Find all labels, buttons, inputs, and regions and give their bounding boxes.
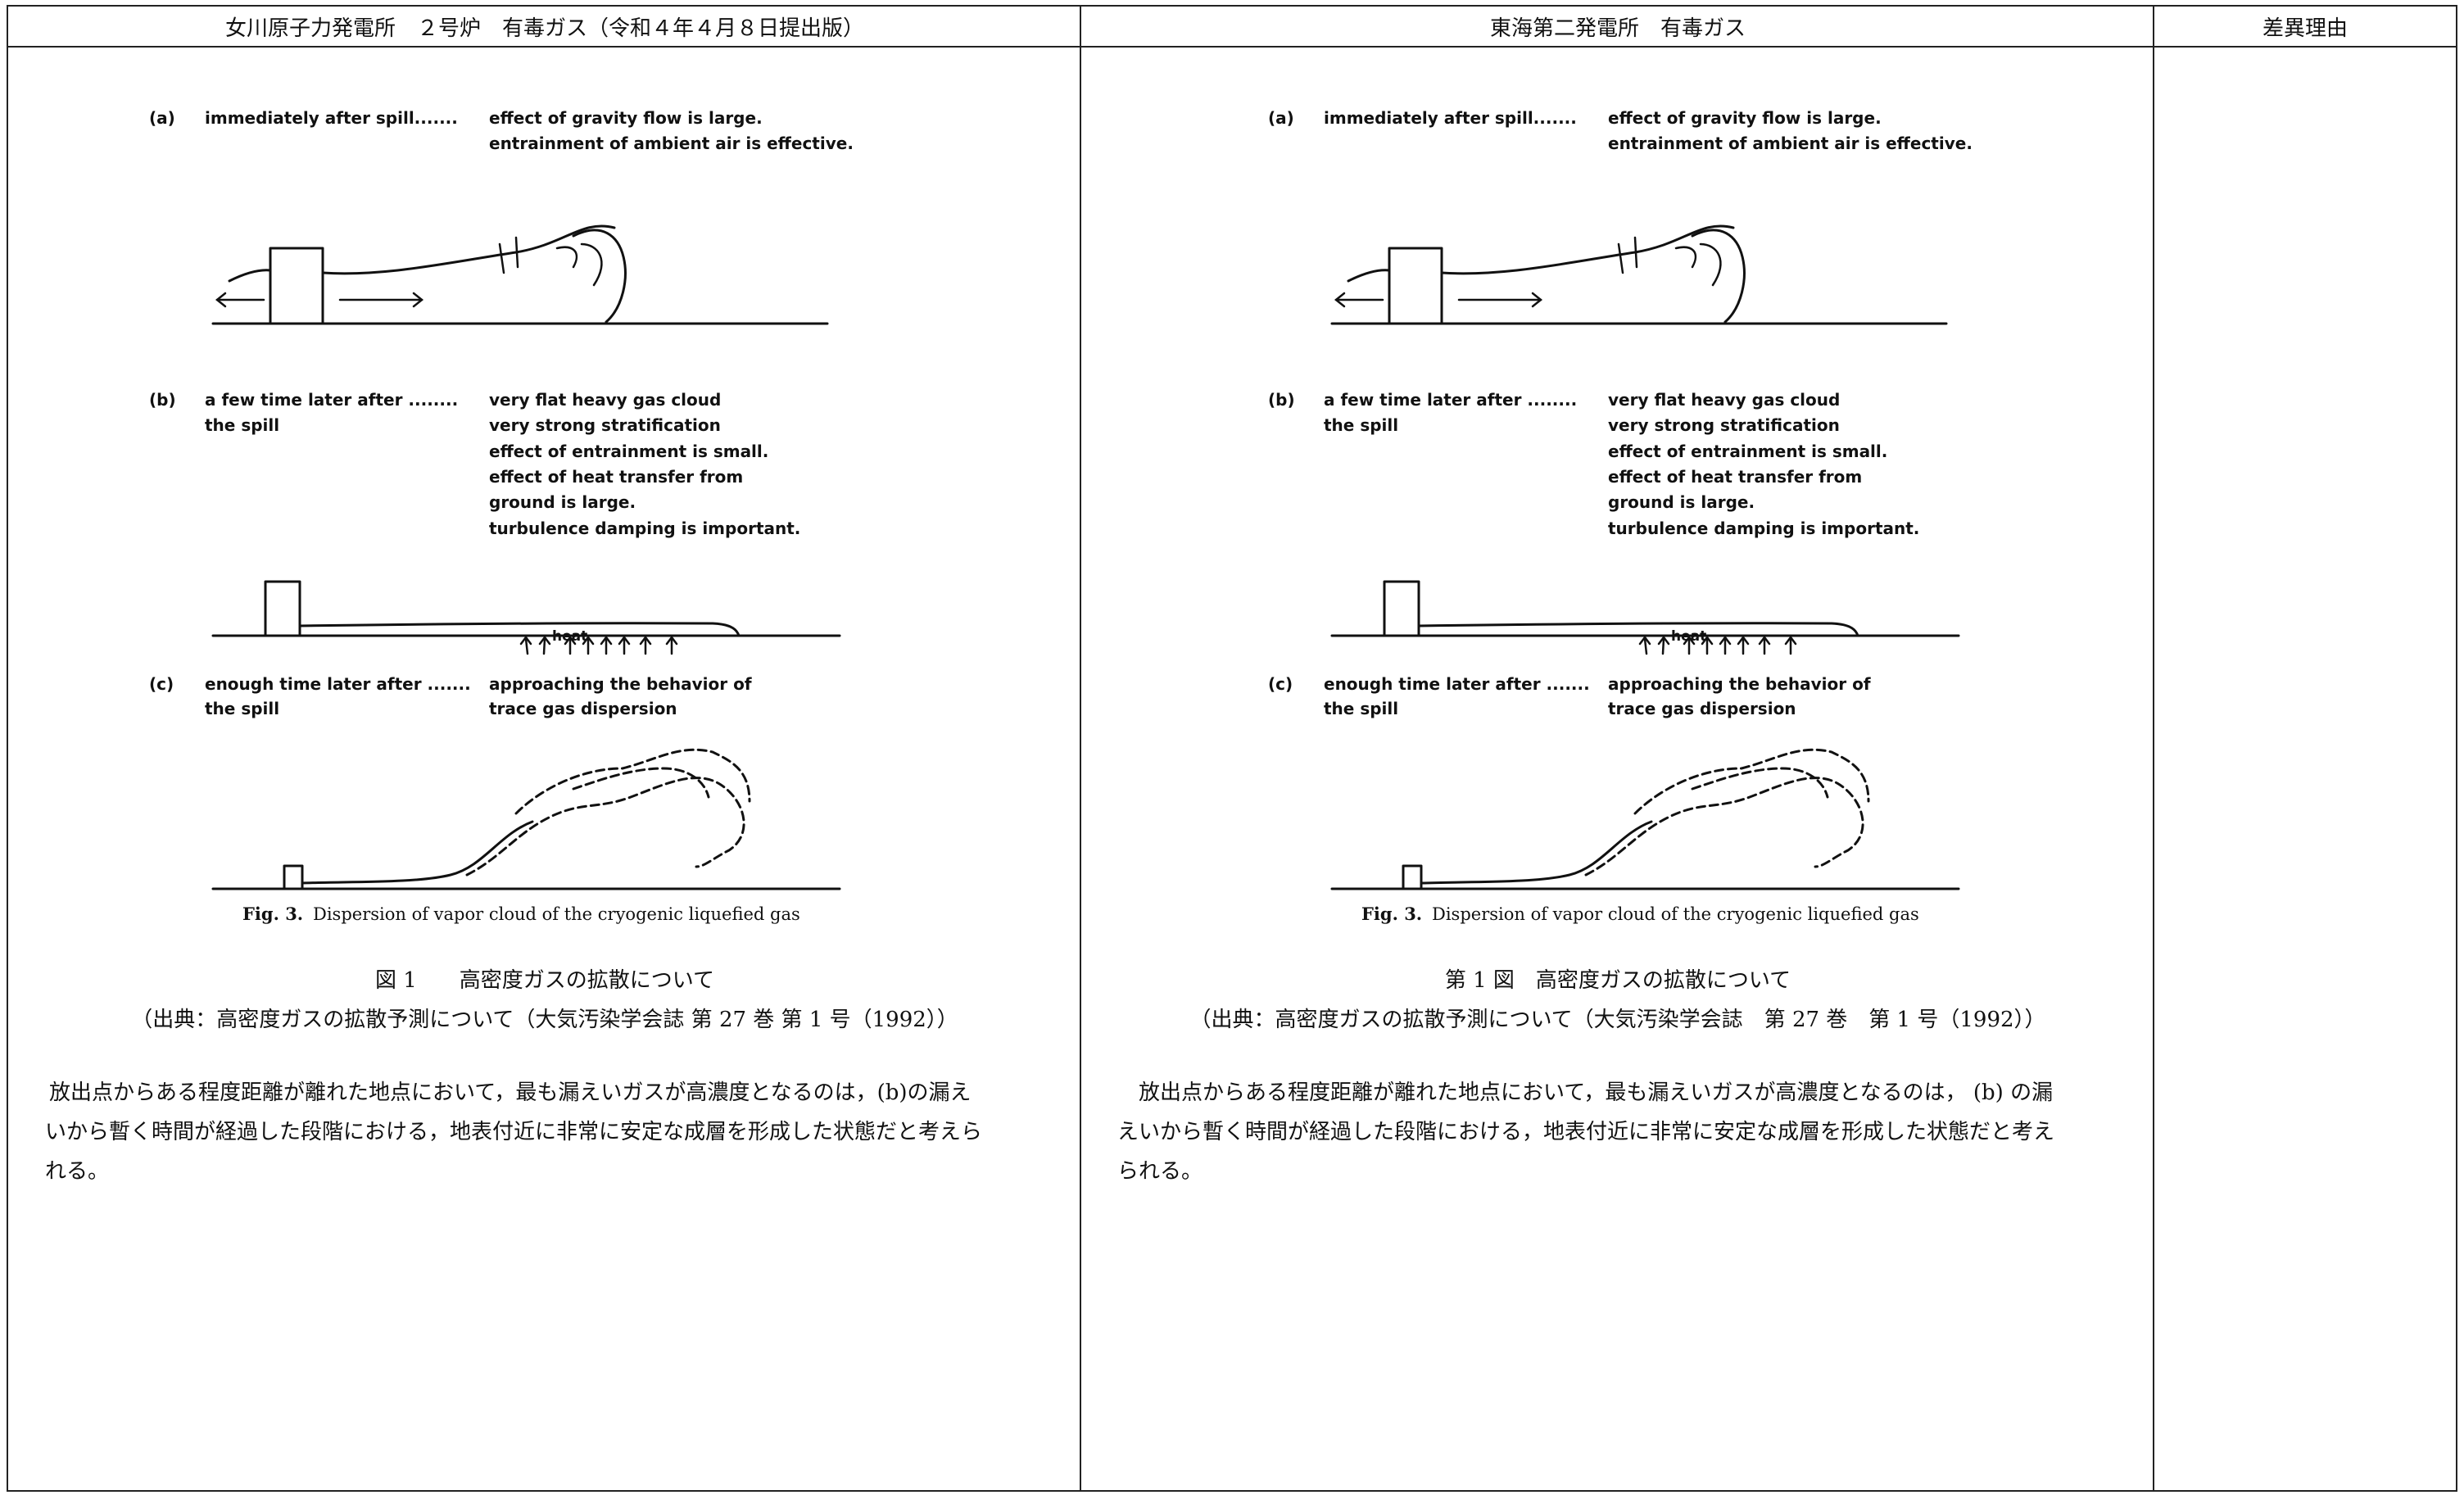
panel-c-right-text-1: approaching the behavior of xyxy=(489,674,752,694)
panel-b: (b) a few time later after ........ the … xyxy=(1268,390,1960,655)
panel-a: (a) immediately after spill....... effec… xyxy=(1268,108,1973,325)
stratified-cloud-sketch: heat xyxy=(211,580,841,655)
panel-c-left-text-2: the spill xyxy=(205,699,279,718)
panel-c-right-text-2: trace gas dispersion xyxy=(1608,699,1796,718)
panel-b-right-text-1: very flat heavy gas cloud xyxy=(1608,390,1840,410)
panel-b-right-text-5: ground is large. xyxy=(489,492,636,512)
center-figure-title: 第 1 図 高密度ガスの拡散について xyxy=(1444,968,1791,993)
caption-text: Dispersion of vapor cloud of the cryogen… xyxy=(313,904,800,924)
panel-b: (b) a few time later after ........ the … xyxy=(149,390,841,655)
header-right-text: 差異理由 xyxy=(2262,16,2348,41)
center-paragraph-line-3: られる。 xyxy=(1117,1159,1203,1184)
heat-label: heat xyxy=(1671,628,1706,645)
panel-b-left-text-2: the spill xyxy=(1324,415,1398,435)
panel-a-label: (a) xyxy=(1268,108,1294,128)
column-divider-2 xyxy=(2153,7,2154,1490)
gravity-flow-sketch xyxy=(1330,224,1948,325)
panel-b-right-text-5: ground is large. xyxy=(1608,492,1755,512)
caption-fig-number: Fig. 3. xyxy=(1361,904,1422,924)
center-paragraph-line-1: 放出点からある程度距離が離れた地点において，最も漏えいガスが高濃度となるのは， … xyxy=(1139,1080,2054,1105)
left-paragraph-line-1: 放出点からある程度距離が離れた地点において，最も漏えいガスが高濃度となるのは，(… xyxy=(49,1080,972,1105)
header-center: 東海第二発電所 有毒ガス xyxy=(1081,7,2154,48)
dispersion-figure-left: (a) immediately after spill....... effec… xyxy=(149,108,854,924)
center-column: (a) immediately after spill....... effec… xyxy=(1081,48,2154,1490)
center-paragraph-line-2: えいから暫く時間が経過した段階における，地表付近に非常に安定な成層を形成した状態… xyxy=(1117,1120,2055,1144)
comparison-table: 女川原子力発電所 ２号炉 有毒ガス（令和４年４月８日提出版） 東海第二発電所 有… xyxy=(7,5,2457,1492)
heat-label: heat xyxy=(552,628,587,645)
panel-b-right-text-6: turbulence damping is important. xyxy=(1608,519,1919,538)
panel-c-right-text-2: trace gas dispersion xyxy=(489,699,677,718)
panel-b-right-text-3: effect of entrainment is small. xyxy=(489,442,768,461)
panel-c: (c) enough time later after ....... the … xyxy=(1268,674,1960,890)
panel-c-left-text-1: enough time later after ....... xyxy=(205,674,471,694)
left-paragraph-line-2: いから暫く時間が経過した段階における，地表付近に非常に安定な成層を形成した状態だ… xyxy=(45,1120,983,1144)
panel-b-right-text-1: very flat heavy gas cloud xyxy=(489,390,721,410)
panel-c-label: (c) xyxy=(1268,674,1293,694)
panel-a-right-text-1: effect of gravity flow is large. xyxy=(489,108,763,128)
header-left-text: 女川原子力発電所 ２号炉 有毒ガス（令和４年４月８日提出版） xyxy=(224,16,864,41)
center-figure-source: （出典：高密度ガスの拡散予測について（大気汚染学会誌 第 27 巻 第 1 号（… xyxy=(1189,1008,2046,1032)
left-figure-source: （出典：高密度ガスの拡散予測について（大気汚染学会誌 第 27 巻 第 1 号（… xyxy=(131,1008,958,1032)
panel-a: (a) immediately after spill....... effec… xyxy=(149,108,854,325)
panel-c-label: (c) xyxy=(149,674,174,694)
difference-reason-column xyxy=(2154,48,2456,1490)
panel-c-left-text-1: enough time later after ....... xyxy=(1324,674,1590,694)
panel-a-label: (a) xyxy=(149,108,175,128)
panel-a-left-text: immediately after spill....... xyxy=(205,108,458,128)
panel-c-left-text-2: the spill xyxy=(1324,699,1398,718)
panel-a-right-text-2: entrainment of ambient air is effective. xyxy=(1608,134,1973,153)
panel-b-left-text-1: a few time later after ........ xyxy=(1324,390,1577,410)
stratified-cloud-sketch: heat xyxy=(1330,580,1960,655)
trace-gas-cloud-sketch xyxy=(1330,748,1960,890)
panel-c-right-text-1: approaching the behavior of xyxy=(1608,674,1871,694)
header-center-text: 東海第二発電所 有毒ガス xyxy=(1489,16,1746,41)
gravity-flow-sketch xyxy=(211,224,829,325)
left-paragraph-line-3: れる。 xyxy=(45,1159,110,1184)
dispersion-figure-center: (a) immediately after spill....... effec… xyxy=(1268,108,1973,924)
trace-gas-cloud-sketch xyxy=(211,748,841,890)
header-right: 差異理由 xyxy=(2154,7,2456,48)
panel-a-left-text: immediately after spill....... xyxy=(1324,108,1577,128)
panel-b-right-text-2: very strong stratification xyxy=(489,415,721,435)
panel-b-left-text-1: a few time later after ........ xyxy=(205,390,458,410)
panel-b-label: (b) xyxy=(1268,390,1295,410)
figure-caption: Fig. 3. Dispersion of vapor cloud of the… xyxy=(1361,904,1919,924)
panel-a-right-text-1: effect of gravity flow is large. xyxy=(1608,108,1882,128)
panel-b-right-text-4: effect of heat transfer from xyxy=(1608,467,1862,487)
caption-fig-number: Fig. 3. xyxy=(242,904,303,924)
left-column: (a) immediately after spill....... effec… xyxy=(8,48,1081,1490)
panel-b-right-text-2: very strong stratification xyxy=(1608,415,1840,435)
panel-c: (c) enough time later after ....... the … xyxy=(149,674,841,890)
figure-caption: Fig. 3. Dispersion of vapor cloud of the… xyxy=(242,904,800,924)
header-left: 女川原子力発電所 ２号炉 有毒ガス（令和４年４月８日提出版） xyxy=(8,7,1081,48)
panel-b-label: (b) xyxy=(149,390,176,410)
panel-b-right-text-4: effect of heat transfer from xyxy=(489,467,743,487)
caption-text: Dispersion of vapor cloud of the cryogen… xyxy=(1432,904,1919,924)
column-divider-1 xyxy=(1080,7,1081,1490)
panel-b-left-text-2: the spill xyxy=(205,415,279,435)
left-figure-title: 図 1 高密度ガスの拡散について xyxy=(374,968,715,993)
panel-a-right-text-2: entrainment of ambient air is effective. xyxy=(489,134,854,153)
panel-b-right-text-3: effect of entrainment is small. xyxy=(1608,442,1887,461)
panel-b-right-text-6: turbulence damping is important. xyxy=(489,519,800,538)
